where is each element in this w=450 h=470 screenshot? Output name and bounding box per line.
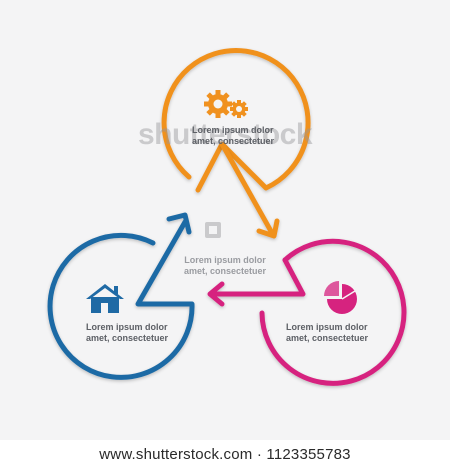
- pie-chart-icon: [324, 281, 357, 314]
- left-node-text: Lorem ipsum dolor amet, consectetuer: [86, 322, 168, 344]
- gears-icon: [204, 90, 248, 118]
- right-node-line2: amet, consectetuer: [286, 333, 369, 343]
- left-node-line2: amet, consectetuer: [86, 333, 169, 343]
- top-node-line1: Lorem ipsum dolor: [192, 125, 274, 135]
- left-node-line1: Lorem ipsum dolor: [86, 322, 168, 332]
- orange-cycle-arrow: [161, 48, 311, 193]
- center-line2: amet, consectetuer: [183, 266, 267, 276]
- center-line1: Lorem ipsum dolor: [184, 255, 266, 265]
- house-icon: [86, 284, 124, 313]
- right-node-text: Lorem ipsum dolor amet, consectetuer: [286, 322, 368, 344]
- footer-credit: www.shutterstock.com · 1123355783: [0, 440, 450, 470]
- center-text: Lorem ipsum dolor amet, consectetuer: [170, 255, 280, 277]
- top-node-text: Lorem ipsum dolor amet, consectetuer: [192, 125, 274, 147]
- watermark-text: shutterstock: [137, 118, 313, 151]
- watermark-logo: [205, 222, 221, 238]
- top-node-line2: amet, consectetuer: [192, 136, 275, 146]
- right-node-line1: Lorem ipsum dolor: [286, 322, 368, 332]
- orange-arrow-stem: [219, 141, 280, 239]
- pink-cycle-arrow: [207, 238, 407, 386]
- blue-cycle-arrow: [47, 212, 195, 380]
- cycle-diagram: [47, 48, 407, 386]
